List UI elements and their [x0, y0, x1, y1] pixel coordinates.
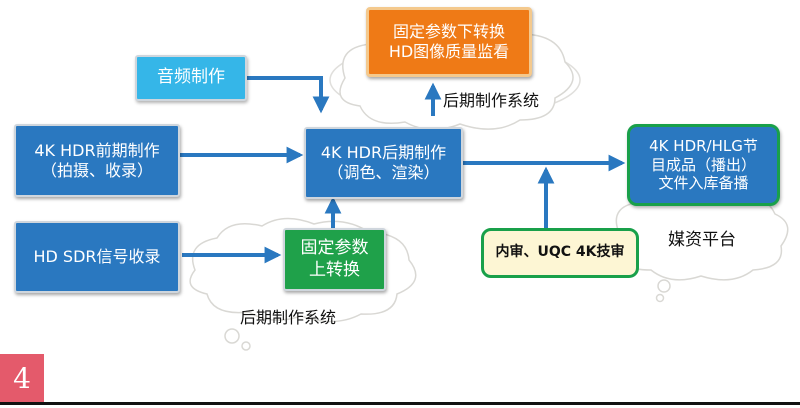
node-final-line1: 4K HDR/HLG节 — [649, 136, 758, 155]
cloud-media-label: 媒资平台 — [668, 230, 736, 250]
page-number: 4 — [13, 361, 31, 395]
node-fixed-down-line2: HD图像质量监看 — [388, 42, 510, 61]
node-final-program-archive: 4K HDR/HLG节 目成品（播出） 文件入库备播 — [627, 124, 780, 206]
node-fixed-down-conversion: 固定参数下转换 HD图像质量监看 — [366, 7, 532, 77]
node-final-line3: 文件入库备播 — [658, 174, 749, 193]
cloud-bottom-label: 后期制作系统 — [240, 308, 337, 327]
arrow-audio-to-post — [247, 76, 330, 114]
cloud-bottom-bubble — [224, 328, 240, 344]
node-pre-line2: （拍摄、收录） — [40, 160, 153, 180]
node-review-line1: 内审、UQC 4K技审 — [495, 244, 625, 261]
cloud-media-bubble — [657, 279, 671, 293]
node-fixed-up-line1: 固定参数 — [300, 238, 369, 259]
bottom-rule — [0, 402, 800, 405]
node-fixed-up-line2: 上转换 — [309, 259, 360, 280]
node-internal-review: 内审、UQC 4K技审 — [481, 228, 639, 278]
node-fixed-down-line1: 固定参数下转换 — [392, 22, 505, 41]
cloud-top-label: 后期制作系统 — [443, 91, 540, 110]
node-post-line2: （调色、渲染） — [327, 163, 440, 182]
node-final-line2: 目成品（播出） — [650, 155, 756, 174]
cloud-media-bubble-small — [655, 293, 665, 303]
node-pre-line1: 4K HDR前期制作 — [34, 140, 160, 160]
node-post-line1: 4K HDR后期制作 — [320, 143, 447, 162]
cloud-bottom-bubble-small — [241, 341, 251, 351]
node-sdr-line1: HD SDR信号收录 — [33, 247, 161, 266]
page-number-badge: 4 — [0, 354, 44, 402]
node-fixed-up-conversion: 固定参数 上转换 — [283, 228, 386, 291]
node-audio-line1: 音频制作 — [157, 67, 225, 88]
node-4k-pre-production: 4K HDR前期制作 （拍摄、收录） — [14, 124, 180, 197]
node-audio-production: 音频制作 — [135, 55, 247, 101]
node-4k-post-production: 4K HDR后期制作 （调色、渲染） — [304, 127, 463, 199]
node-hd-sdr-ingest: HD SDR信号收录 — [14, 221, 180, 293]
